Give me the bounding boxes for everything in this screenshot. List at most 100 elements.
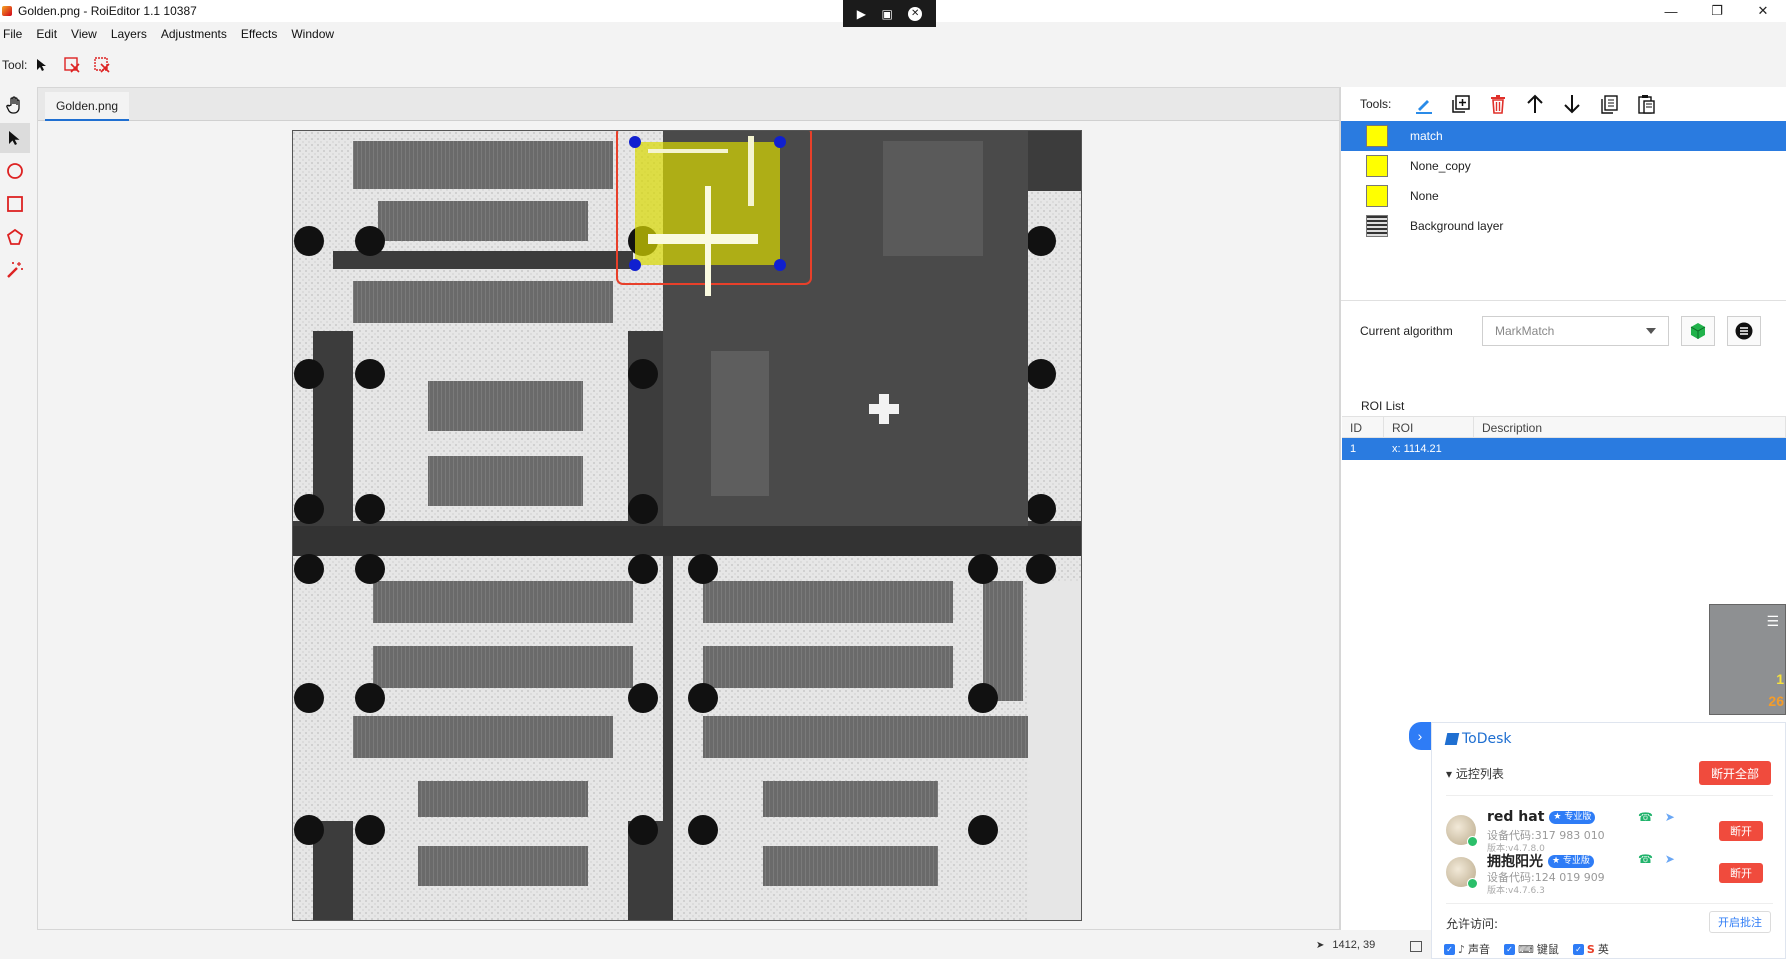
roi-handle-top-left[interactable] [629, 136, 641, 148]
add-layer-button[interactable] [1448, 91, 1474, 117]
hand-icon [6, 96, 20, 114]
todesk-brand-name: ToDesk [1462, 731, 1512, 747]
device-item: red hat ★ 专业版 ☎ ➤ 设备代码:317 983 010 版本:v4… [1446, 809, 1773, 855]
permission-sound[interactable]: ✓ ♪ 声音 [1444, 941, 1490, 957]
permission-ime[interactable]: ✓ S 英 [1572, 941, 1609, 957]
avatar [1446, 857, 1478, 889]
roi-handle-top-right[interactable] [774, 136, 786, 148]
duplicate-layer-button[interactable] [1596, 91, 1622, 117]
hamburger-icon[interactable]: ☰ [1766, 613, 1779, 629]
layer-item-none[interactable]: None [1341, 181, 1786, 211]
move-layer-up-button[interactable] [1522, 91, 1548, 117]
enable-annotation-button[interactable]: 开启批注 [1709, 911, 1771, 933]
close-icon[interactable]: ✕ [908, 6, 923, 21]
roi-table-header: ID ROI Description [1342, 416, 1786, 438]
roi-handle-bottom-right[interactable] [774, 259, 786, 271]
layer-item-background[interactable]: Background layer [1341, 211, 1786, 241]
layer-list: match None_copy None Background layer [1341, 121, 1786, 301]
row-description [1474, 438, 1786, 460]
algorithm-settings-button[interactable] [1727, 316, 1761, 346]
device-item: 拥抱阳光 ★ 专业版 ☎ ➤ 设备代码:124 019 909 版本:v4.7.… [1446, 851, 1773, 897]
chevron-down-icon [1646, 328, 1656, 334]
pointer-tool-button[interactable] [31, 54, 53, 76]
screen-icon[interactable]: ▣ [881, 6, 893, 21]
ellipse-tool[interactable] [0, 156, 30, 186]
image-canvas[interactable] [292, 130, 1082, 921]
cube-icon [1690, 323, 1706, 339]
roi-handle-bottom-left[interactable] [629, 259, 641, 271]
tab-golden-png[interactable]: Golden.png [45, 92, 130, 121]
remote-thumbnail[interactable]: ☰ 1 26 [1709, 604, 1786, 715]
delete-selection-icon [64, 57, 80, 73]
layer-swatch [1366, 125, 1388, 147]
layer-swatch [1366, 155, 1388, 177]
roi-selection-border[interactable] [616, 131, 812, 285]
menu-window[interactable]: Window [291, 27, 335, 41]
close-button[interactable]: ✕ [1757, 3, 1769, 18]
menu-edit[interactable]: Edit [36, 27, 58, 41]
edit-layer-button[interactable] [1411, 91, 1437, 117]
todesk-collapse-button[interactable]: › [1409, 722, 1431, 750]
todesk-logo-icon [1444, 733, 1460, 745]
device-version: 版本:v4.7.8.0 [1487, 844, 1545, 854]
circle-icon [7, 163, 23, 179]
disconnect-button[interactable]: 断开 [1719, 821, 1763, 841]
arrow-cursor-icon [9, 131, 20, 145]
menu-layers[interactable]: Layers [110, 27, 147, 41]
layer-name: None_copy [1410, 159, 1471, 173]
device-actions: ☎ ➤ [1638, 810, 1675, 824]
layer-item-match[interactable]: match [1341, 121, 1786, 151]
permission-keyboard-mouse[interactable]: ✓ ⌨ 键鼠 [1504, 941, 1559, 957]
disconnect-button[interactable]: 断开 [1719, 863, 1763, 883]
restore-button[interactable]: ❐ [1711, 3, 1723, 18]
divider [1446, 795, 1773, 796]
arrow-up-icon [1527, 94, 1544, 113]
checkbox-icon: ✓ [1572, 943, 1584, 955]
cursor-toggle-icon[interactable]: ▶︎ [856, 6, 866, 21]
cursor-icon[interactable]: ➤ [1664, 852, 1675, 866]
pan-tool[interactable] [0, 90, 30, 120]
remote-list-title[interactable]: ▾ 远控列表 [1446, 767, 1504, 781]
clear-selection-button[interactable] [61, 54, 83, 76]
phone-icon[interactable]: ☎ [1638, 810, 1653, 824]
online-status-icon [1467, 878, 1478, 889]
select-tool[interactable] [0, 123, 30, 153]
magic-wand-tool[interactable] [0, 255, 30, 285]
table-row[interactable]: 1 x: 1114.21 [1342, 438, 1786, 460]
rectangle-tool[interactable] [0, 189, 30, 219]
delete-layer-button[interactable] [1485, 91, 1511, 117]
cursor-icon[interactable]: ➤ [1664, 810, 1675, 824]
disconnect-all-button[interactable]: 断开全部 [1699, 761, 1771, 785]
pointer-icon [37, 59, 47, 71]
polygon-tool[interactable] [0, 222, 30, 252]
minimize-button[interactable]: — [1664, 3, 1678, 19]
status-bar: ➤ 1412, 39 [0, 935, 1786, 959]
document-tabs: Golden.png [38, 88, 1339, 121]
algorithm-select[interactable]: MarkMatch [1482, 316, 1669, 346]
menu-adjustments[interactable]: Adjustments [160, 27, 227, 41]
tool-label: Tool: [2, 58, 28, 72]
menu-view[interactable]: View [71, 27, 97, 41]
paste-layer-button[interactable] [1633, 91, 1659, 117]
background-layer-thumbnail [1366, 215, 1388, 237]
checkbox-icon: ✓ [1504, 943, 1516, 955]
cursor-icon: ➤ [1316, 939, 1325, 951]
document-area: Golden.png [37, 87, 1340, 930]
layer-item-none-copy[interactable]: None_copy [1341, 151, 1786, 181]
permission-label: 键鼠 [1536, 943, 1559, 956]
phone-icon[interactable]: ☎ [1638, 852, 1653, 866]
clear-all-button[interactable] [91, 54, 113, 76]
divider [1446, 903, 1773, 904]
device-name-text: red hat [1487, 809, 1545, 825]
column-id[interactable]: ID [1342, 417, 1384, 437]
menu-bar: File Edit View Layers Adjustments Effect… [0, 24, 345, 44]
speaker-icon: ♪ [1458, 942, 1466, 956]
layer-name: Background layer [1410, 219, 1504, 233]
menu-file[interactable]: File [3, 27, 23, 41]
column-description[interactable]: Description [1474, 417, 1786, 437]
menu-effects[interactable]: Effects [240, 27, 278, 41]
run-algorithm-button[interactable] [1681, 316, 1715, 346]
algorithm-row: Current algorithm MarkMatch [1341, 301, 1786, 361]
move-layer-down-button[interactable] [1559, 91, 1585, 117]
column-roi[interactable]: ROI [1384, 417, 1474, 437]
